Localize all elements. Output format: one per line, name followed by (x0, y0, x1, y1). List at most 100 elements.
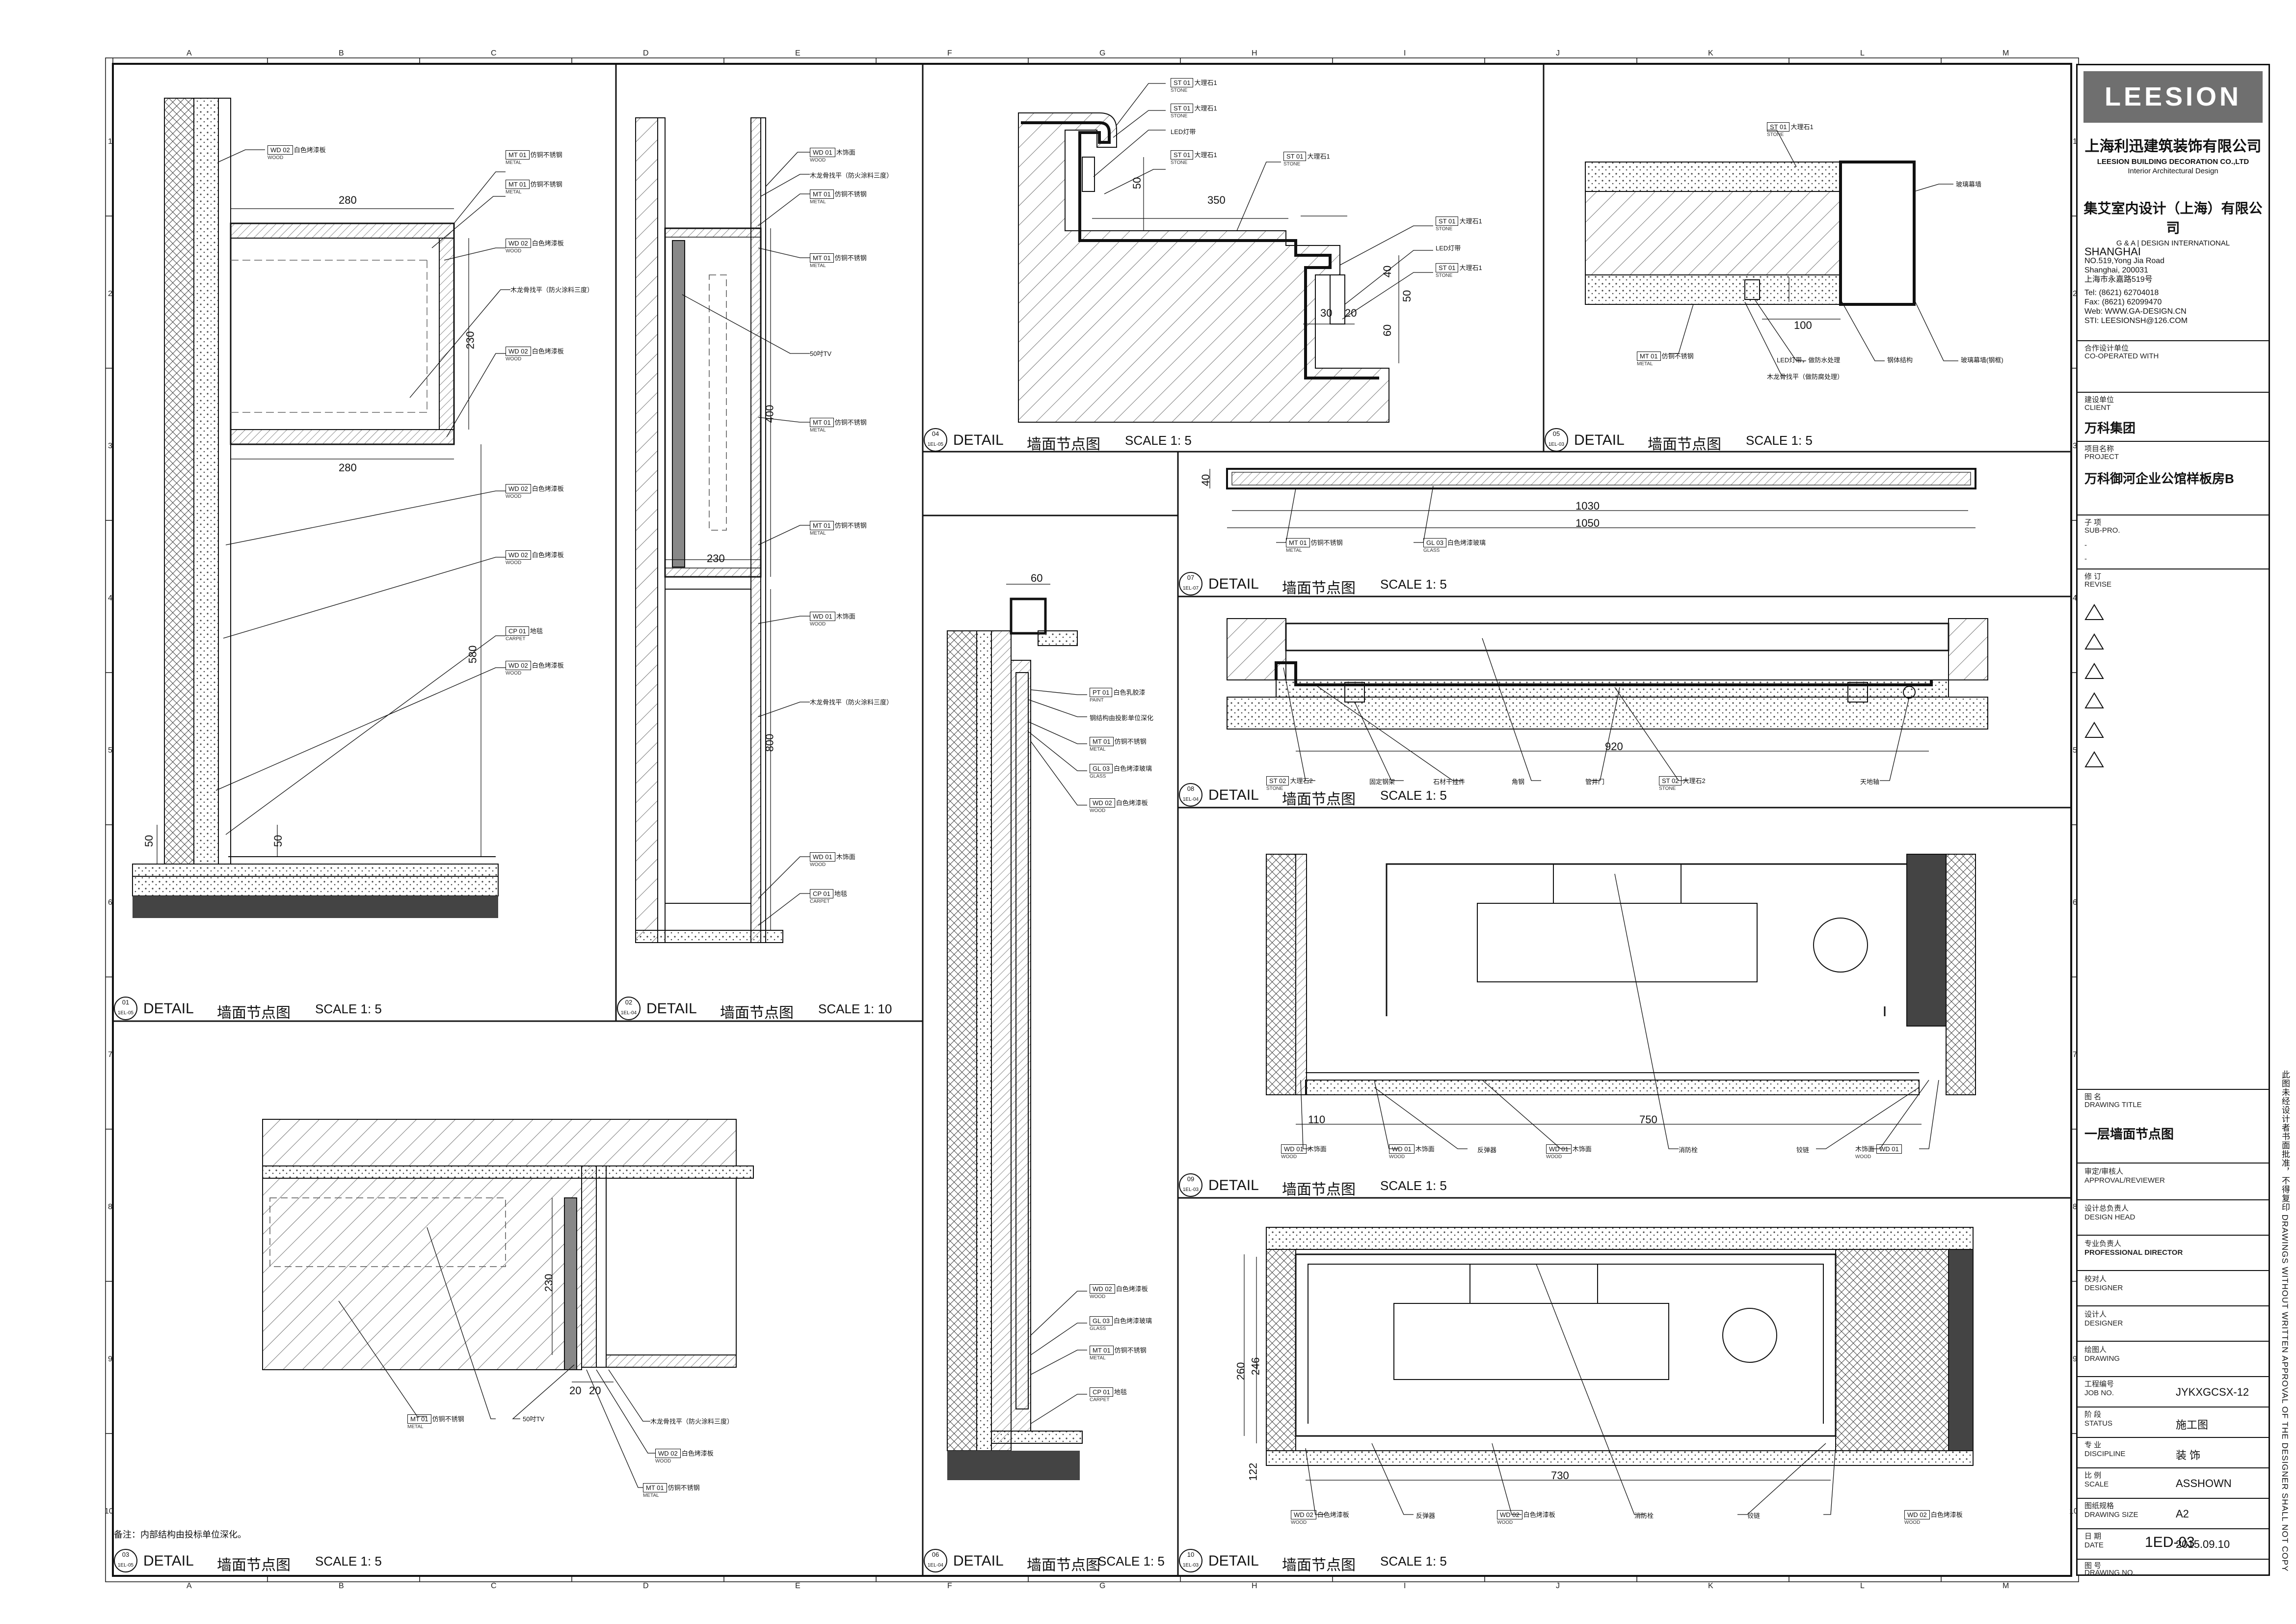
dimension-label: 40 (1381, 265, 1394, 278)
dimension-label: 580 (466, 645, 479, 664)
grid-col-label: B (339, 1582, 344, 1590)
company-logo: LEESION (2083, 71, 2263, 123)
panel-dividers (113, 64, 2071, 1576)
dimension-label: 20 (589, 1384, 601, 1397)
dimension-label: 100 (1794, 319, 1812, 331)
dimension-label: 750 (1639, 1113, 1657, 1126)
tb-designer: 设计人 DESIGNER (2078, 1305, 2269, 1341)
tb-project: 项目名称 PROJECT 万科御河企业公馆样板房B (2078, 441, 2269, 514)
dimension-label: 260 (1234, 1362, 1247, 1380)
material-tag: 反弹器 (1416, 1512, 1436, 1519)
grid-col-label: D (643, 49, 649, 57)
detail-01-drawing (132, 98, 510, 918)
grid-row-label: 7 (2073, 1051, 2077, 1059)
grid-col-label: E (795, 1582, 801, 1590)
material-tag: 消防栓 (1634, 1512, 1654, 1519)
grid-col-label: M (2002, 49, 2009, 57)
material-tag: 50吋TV (523, 1415, 545, 1423)
material-tag: 角钢 (1512, 778, 1525, 785)
grid-row-label: 4 (108, 594, 112, 602)
grid-col-label: F (947, 1582, 952, 1590)
material-tag: 木龙骨找平（防火涂料三度） (650, 1418, 734, 1425)
grid-row-label: 1 (108, 137, 112, 146)
dimension-label: 50 (143, 835, 156, 847)
tb-professional-director: 专业负责人 PROFESSIONAL DIRECTOR (2078, 1235, 2269, 1270)
grid-row-label: 3 (108, 442, 112, 450)
grid-row-label: 4 (2073, 594, 2077, 602)
company-address: SHANGHAI NO.519,Yong Jia Road Shanghai, … (2084, 245, 2188, 325)
grid-col-label: J (1556, 49, 1560, 57)
material-tag: 木龙骨找平（防火涂料三度） (810, 699, 893, 706)
drawing-number: 1ED-03 (2145, 1534, 2195, 1550)
grid-row-label: 7 (108, 1051, 112, 1059)
material-tag: 反弹器 (1477, 1146, 1497, 1154)
tb-approval: 审定/审核人 APPROVAL/REVIEWER (2078, 1163, 2269, 1199)
dimension-label: 230 (707, 552, 725, 565)
tb-drawing-title: 图 名 DRAWING TITLE 一层墙面节点图 (2078, 1089, 2269, 1163)
dimension-label: 230 (542, 1273, 555, 1292)
grid-col-label: B (339, 49, 344, 57)
material-tag: 钢结构由投影单位深化 (1090, 714, 1154, 722)
dimension-label: 30 (1320, 307, 1333, 319)
grid-col-label: L (1860, 1582, 1865, 1590)
tb-job-no: 工程编号 JOB NO. JYKXGCSX-12 (2078, 1376, 2269, 1407)
material-tag: 木龙骨找平（防火涂料三度） (810, 172, 893, 179)
grid-row-label: 5 (2073, 746, 2077, 755)
material-tag: LED灯带，做防水处理 (1777, 356, 1841, 364)
partner-info: 集艾室内设计（上海）有限公司 G & A | DESIGN INTERNATIO… (2083, 201, 2263, 247)
material-tag: 木龙骨找平（做防腐处理） (1767, 373, 1844, 380)
grid-row-label: 1 (2073, 137, 2077, 146)
grid-row-label: 8 (2073, 1203, 2077, 1211)
tb-design-head: 设计总负责人 DESIGN HEAD (2078, 1199, 2269, 1235)
detail-07-drawing (1209, 468, 1976, 543)
grid-col-label: M (2002, 1582, 2009, 1590)
tb-client: 建设单位 CLIENT 万科集团 (2078, 392, 2269, 441)
grid-row-label: 6 (2073, 898, 2077, 907)
grid-row-label: 6 (108, 898, 112, 907)
tb-checker: 校对人 DESIGNER (2078, 1270, 2269, 1305)
dimension-label: 110 (1308, 1113, 1326, 1126)
material-tag: 钢体结构 (1887, 356, 1913, 364)
grid-col-label: I (1404, 1582, 1406, 1590)
grid-row-label: 3 (2073, 442, 2077, 450)
dimension-label: 1050 (1575, 517, 1600, 529)
dimension-label: 20 (569, 1384, 582, 1397)
grid-row-label: 8 (108, 1203, 112, 1211)
grid-col-label: K (1708, 49, 1713, 57)
grid-col-label: L (1860, 49, 1865, 57)
tb-date: 日 期 DATE 2015.09.10 (2078, 1528, 2269, 1559)
dimension-label: 122 (1247, 1462, 1259, 1481)
dimension-label: 1030 (1575, 500, 1600, 512)
